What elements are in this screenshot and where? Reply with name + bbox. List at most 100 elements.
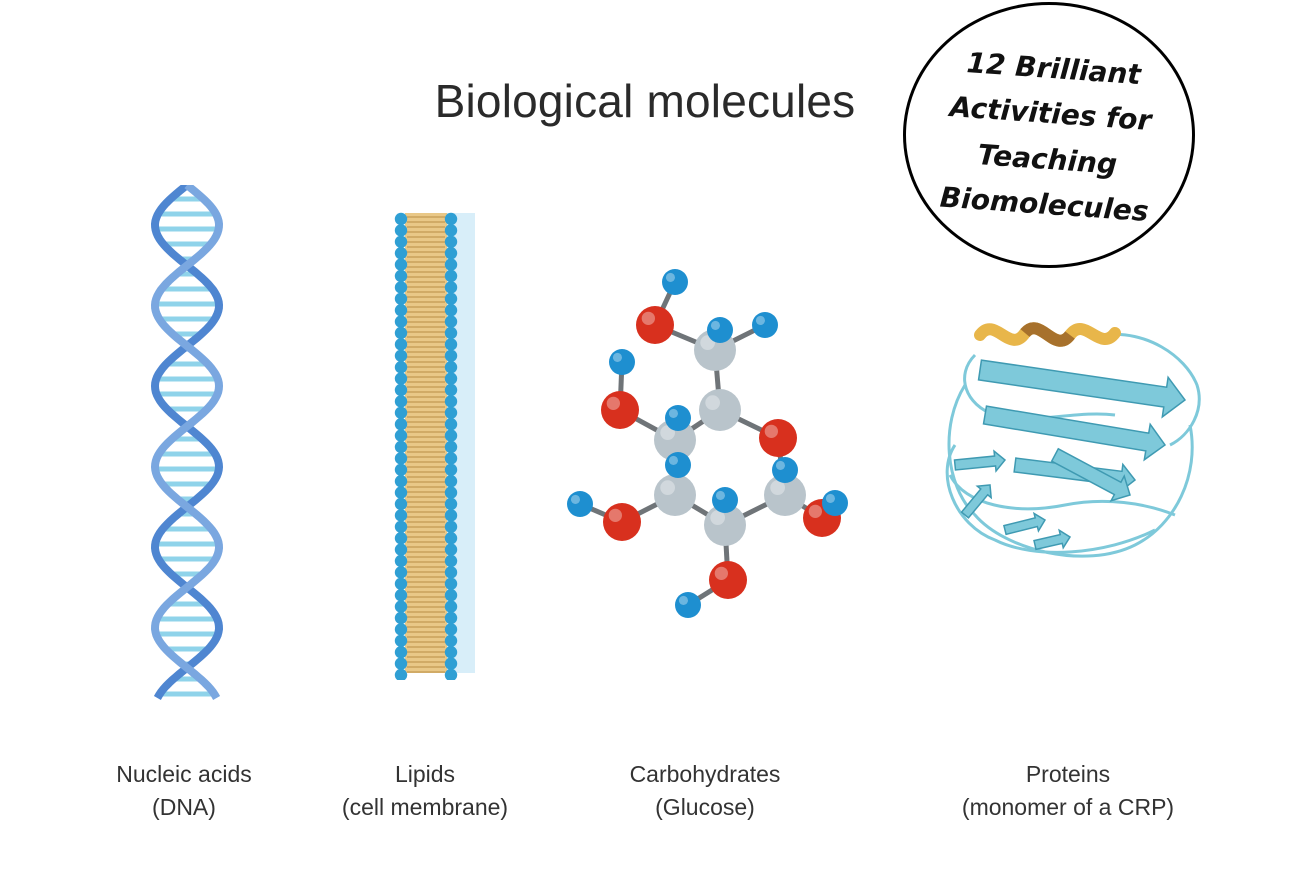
caption-lipids: Lipids (cell membrane) — [275, 758, 575, 823]
atom-highlight — [606, 396, 620, 410]
hydrogen-atom — [772, 457, 798, 483]
lipid-head — [394, 224, 408, 237]
atom-highlight — [665, 272, 675, 282]
caption-detail: (Glucose) — [655, 793, 755, 820]
caption-name: Carbohydrates — [629, 761, 781, 787]
beta-arrow — [1002, 511, 1047, 536]
lipid-head — [394, 395, 408, 408]
lipid-head — [444, 395, 458, 408]
atom-highlight — [764, 424, 778, 438]
hydrogen-atom — [712, 487, 738, 513]
lipid-head — [394, 577, 408, 590]
lipid-head — [444, 657, 458, 670]
lipid-head — [444, 509, 458, 522]
lipid-head — [394, 634, 408, 647]
atom-highlight — [641, 311, 655, 325]
base-pair-rung — [155, 301, 219, 307]
lipid-head — [394, 611, 408, 625]
lipid-head — [394, 543, 408, 556]
caption-detail: (cell membrane) — [341, 793, 509, 820]
atom-highlight — [612, 352, 622, 362]
hydrogen-atom — [665, 405, 691, 431]
beta-strand — [953, 449, 1007, 473]
caption-detail: (monomer of a CRP) — [961, 793, 1175, 820]
lipid-head — [394, 292, 408, 305]
lipid-head — [394, 475, 408, 488]
lipid-head — [394, 372, 408, 385]
beta-strand — [1050, 447, 1131, 503]
atom-highlight — [715, 490, 725, 500]
base-pair-rung — [158, 211, 216, 217]
beta-arrow — [960, 484, 993, 519]
lipid-head — [444, 554, 458, 568]
base-pair-rung — [165, 646, 209, 652]
lipid-head — [394, 429, 408, 442]
lipid-head — [444, 452, 458, 465]
lipid-head — [444, 338, 458, 351]
lipid-bilayer-icon — [394, 212, 475, 680]
caption-nucleic-acids: Nucleic acids (DNA) — [34, 758, 334, 823]
diagram-title: Biological molecules — [434, 75, 856, 127]
activities-badge: 12 Brilliant Activities for Teaching Bio… — [903, 2, 1195, 268]
lipid-head — [394, 509, 408, 522]
lipid-head — [444, 258, 458, 271]
lipid-head — [394, 566, 408, 579]
lipid-head — [444, 235, 458, 248]
base-pair-rung — [166, 361, 208, 367]
lipid-head — [394, 486, 408, 499]
beta-arrow — [1050, 447, 1131, 503]
lipid-head — [394, 668, 408, 680]
beta-strand — [960, 484, 993, 519]
lipid-head — [444, 600, 458, 613]
lipid-head — [444, 611, 458, 625]
base-pair-rung — [156, 391, 218, 397]
base-pair-rung — [156, 631, 218, 637]
lipid-head — [394, 212, 408, 226]
atom-highlight — [825, 493, 835, 503]
lipid-head — [444, 281, 458, 294]
lipid-head — [444, 543, 458, 556]
lipid-head — [394, 281, 408, 294]
lipid-head — [394, 589, 408, 602]
lipid-head — [394, 532, 408, 545]
base-pair-rung — [156, 616, 218, 622]
lipid-head — [394, 349, 408, 362]
base-pair-rung — [158, 556, 216, 562]
hydrogen-atom — [675, 592, 701, 618]
lipid-head — [394, 554, 408, 568]
dna-double-helix-icon — [150, 185, 224, 700]
beta-arrow — [953, 449, 1007, 473]
lipid-head — [444, 418, 458, 431]
carbon-atom — [699, 389, 741, 431]
badge-text: 12 Brilliant Activities for Teaching Bio… — [928, 38, 1170, 235]
lipid-head — [444, 475, 458, 488]
atom-highlight — [775, 460, 785, 470]
beta-arrow — [982, 405, 1167, 462]
base-pair-rung — [159, 316, 215, 322]
base-pair-rung — [156, 376, 218, 382]
dna-strand — [150, 185, 224, 700]
base-pair-rung — [166, 406, 208, 412]
atom-highlight — [755, 315, 765, 325]
lipid-head — [444, 566, 458, 579]
base-pair-rung — [161, 286, 213, 292]
protein-loop — [1104, 332, 1201, 447]
lipid-head — [444, 532, 458, 545]
base-pair-rung — [163, 241, 211, 247]
atom-highlight — [770, 480, 785, 495]
lipid-head — [394, 235, 408, 248]
lipid-head — [394, 326, 408, 340]
beta-strand — [977, 359, 1187, 419]
hydrogen-atom — [752, 312, 778, 338]
atom-highlight — [678, 595, 688, 605]
lipid-head — [444, 326, 458, 340]
caption-name: Proteins — [1025, 761, 1111, 787]
atom-highlight — [608, 508, 622, 522]
carbon-atom — [654, 419, 696, 461]
base-pair-rung — [162, 481, 212, 487]
glucose-molecule-icon — [567, 269, 848, 618]
hydrogen-atom — [662, 269, 688, 295]
atom-highlight — [660, 480, 675, 495]
atom-highlight — [570, 494, 580, 504]
carbon-atom — [764, 474, 806, 516]
